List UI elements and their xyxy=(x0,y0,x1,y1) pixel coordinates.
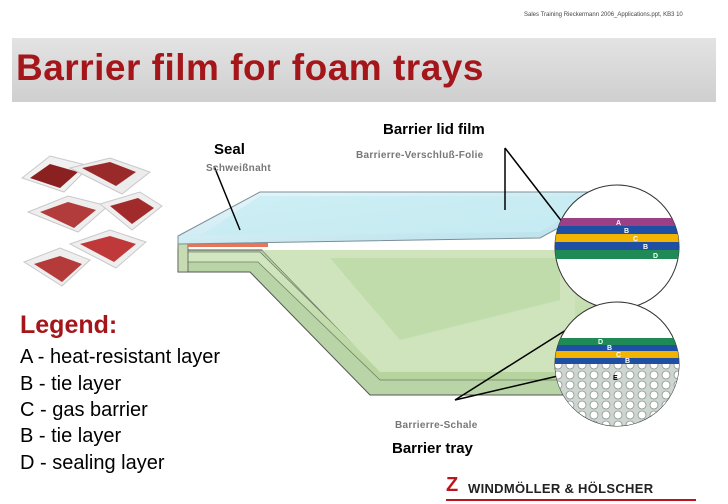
tray-layer-label-b: B xyxy=(607,345,612,352)
legend-title: Legend: xyxy=(20,311,118,339)
company-logo: Z xyxy=(446,474,459,496)
seal-label-de: Schweißnaht xyxy=(206,163,271,174)
lid-layers-zoom: A B C B D xyxy=(554,184,680,310)
lid-layer-c xyxy=(555,234,679,242)
lid-layer-label-b: B xyxy=(624,228,629,235)
meat-trays-image xyxy=(14,148,164,298)
lid-layer-label-c: C xyxy=(633,236,638,243)
lid-layer-a xyxy=(555,218,679,226)
lid-layer-label-d: D xyxy=(653,253,658,260)
tray-layer-label-d: D xyxy=(598,339,603,346)
legend-item-c: C - gas barrier xyxy=(20,399,148,421)
tray-layer-label-c: C xyxy=(616,352,621,359)
barrier-tray-label: Barrier tray xyxy=(392,440,473,457)
lid-layer-b xyxy=(555,226,679,234)
legend-item-a: A - heat-resistant layer xyxy=(20,346,221,368)
legend-item-b2: B - tie layer xyxy=(20,425,122,447)
tray-layer-b xyxy=(555,345,679,351)
legend-item-b: B - tie layer xyxy=(20,373,122,395)
legend-item-d: D - sealing layer xyxy=(20,452,165,474)
barrier-lid-film-label-de: Barrierre-Verschluß-Folie xyxy=(356,150,484,161)
source-line: Sales Training Rieckermann 2006_Applicat… xyxy=(524,12,683,18)
lid-layer-d xyxy=(555,250,679,259)
barrier-tray-label-de: Barrierre-Schale xyxy=(395,420,478,431)
lid-layer-label-b2: B xyxy=(643,244,648,251)
barrier-tray-shape xyxy=(177,231,606,396)
tray-layer-b2 xyxy=(555,358,679,364)
pointer-lines xyxy=(213,147,576,401)
tray-layer-label-b2: B xyxy=(625,358,630,365)
lid-layer-b2 xyxy=(555,242,679,250)
seal-label: Seal xyxy=(214,141,245,158)
barrier-lid-film-label: Barrier lid film xyxy=(383,121,485,138)
title-bar xyxy=(12,38,716,102)
page-title: Barrier film for foam trays xyxy=(16,47,484,88)
tray-layer-c xyxy=(555,351,679,358)
company-name: WINDMÖLLER & HÖLSCHER xyxy=(468,481,654,496)
tray-layer-d xyxy=(555,338,679,345)
lid-layer-label-a: A xyxy=(616,220,621,227)
tray-layer-label-e: E xyxy=(613,375,618,382)
footer-rule xyxy=(446,499,696,501)
